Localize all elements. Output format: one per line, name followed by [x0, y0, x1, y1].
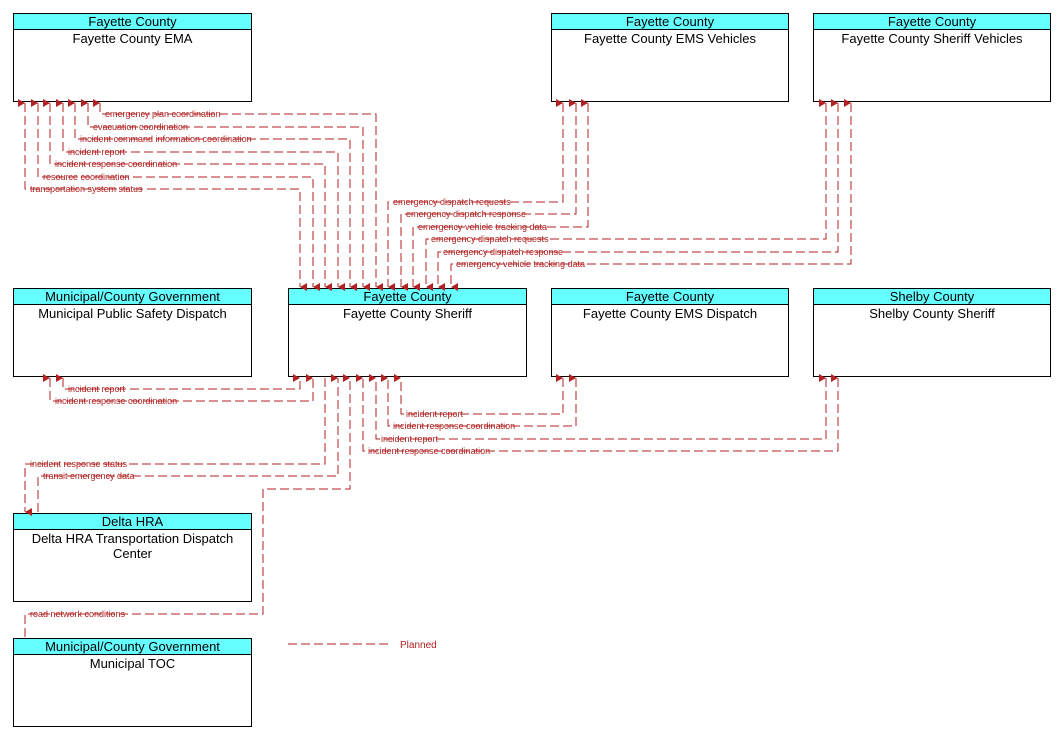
flow-label: incident response coordination	[55, 159, 177, 169]
node-fayette-county-ema[interactable]: Fayette County Fayette County EMA	[13, 13, 252, 102]
flow-incident-report[interactable]: incident report	[369, 374, 827, 444]
node-title: Fayette County EMS Vehicles	[584, 31, 756, 46]
node-title: Fayette County Sheriff Vehicles	[841, 31, 1023, 46]
node-municipal-public-safety-dispatch[interactable]: Municipal/County Government Municipal Pu…	[13, 288, 252, 377]
flow-label: incident response coordination	[368, 446, 490, 456]
node-group-label: Fayette County	[814, 14, 1050, 30]
flow-label: road network conditions	[30, 609, 126, 619]
node-title: Municipal TOC	[89, 656, 176, 671]
flow-label: incident command information coordinatio…	[80, 134, 252, 144]
flow-transportation-system-status[interactable]: transportation system status	[18, 99, 307, 291]
flow-transit-emergency-data[interactable]: transit emergency data	[37, 374, 339, 512]
flow-label: transportation system status	[30, 184, 143, 194]
flow-label: emergency plan coordination	[105, 109, 221, 119]
node-fayette-county-sheriff[interactable]: Fayette County Fayette County Sheriff	[288, 288, 527, 377]
node-group-label: Municipal/County Government	[14, 639, 251, 655]
node-title: Shelby County Sheriff	[869, 306, 995, 321]
node-delta-hra-dispatch-center[interactable]: Delta HRA Delta HRA Transportation Dispa…	[13, 513, 252, 602]
flow-emergency-vehicle-tracking-data[interactable]: emergency vehicle tracking data	[450, 99, 852, 291]
flow-label: incident response coordination	[55, 396, 177, 406]
node-title: Fayette County EMS Dispatch	[582, 306, 758, 321]
node-title: Municipal Public Safety Dispatch	[38, 306, 227, 321]
node-group-label: Fayette County	[14, 14, 251, 30]
flow-incident-report[interactable]: incident report	[394, 374, 564, 419]
node-title: Fayette County Sheriff	[342, 306, 473, 321]
node-fayette-county-ems-dispatch[interactable]: Fayette County Fayette County EMS Dispat…	[551, 288, 789, 377]
node-group-label: Shelby County	[814, 289, 1050, 305]
flow-incident-response-status[interactable]: incident response status	[24, 378, 326, 516]
legend-label: Planned	[400, 640, 437, 651]
flow-label: emergency dispatch response	[443, 247, 563, 257]
node-group-label: Delta HRA	[14, 514, 251, 530]
flow-label: emergency vehicle tracking data	[418, 222, 547, 232]
flow-incident-response-coordination[interactable]: incident response coordination	[356, 374, 839, 456]
flow-label: resource coordination	[43, 172, 130, 182]
legend: Planned	[288, 640, 437, 651]
flow-label: incident report	[68, 147, 126, 157]
node-group-label: Fayette County	[552, 289, 788, 305]
node-shelby-county-sheriff[interactable]: Shelby County Shelby County Sheriff	[813, 288, 1051, 377]
flow-label: incident response status	[30, 459, 128, 469]
flow-label: emergency dispatch requests	[431, 234, 549, 244]
flow-label: evacuation coordination	[93, 122, 188, 132]
flow-label: emergency vehicle tracking data	[456, 259, 585, 269]
node-group-label: Fayette County	[552, 14, 788, 30]
flow-label: incident report	[381, 434, 439, 444]
flow-label: incident report	[68, 384, 126, 394]
node-municipal-toc[interactable]: Municipal/County Government Municipal TO…	[13, 638, 252, 727]
flow-incident-response-coordination[interactable]: incident response coordination	[381, 374, 577, 431]
flow-label: emergency dispatch response	[406, 209, 526, 219]
flow-incident-response-coordination[interactable]: incident response coordination	[43, 374, 314, 406]
node-title: Fayette County EMA	[72, 31, 193, 46]
flow-label: emergency dispatch requests	[393, 197, 511, 207]
node-fayette-county-sheriff-vehicles[interactable]: Fayette County Fayette County Sheriff Ve…	[813, 13, 1051, 102]
node-group-label: Municipal/County Government	[14, 289, 251, 305]
node-group-label: Fayette County	[289, 289, 526, 305]
flow-label: incident response coordination	[393, 421, 515, 431]
flow-evacuation-coordination[interactable]: evacuation coordination	[81, 99, 370, 291]
node-title: Delta HRA Transportation Dispatch Center	[31, 531, 234, 561]
flow-label: transit emergency data	[43, 471, 135, 481]
flow-road-network-conditions[interactable]: road network conditions	[24, 374, 351, 637]
flow-label: incident report	[406, 409, 464, 419]
flow-incident-report[interactable]: incident report	[56, 374, 301, 394]
